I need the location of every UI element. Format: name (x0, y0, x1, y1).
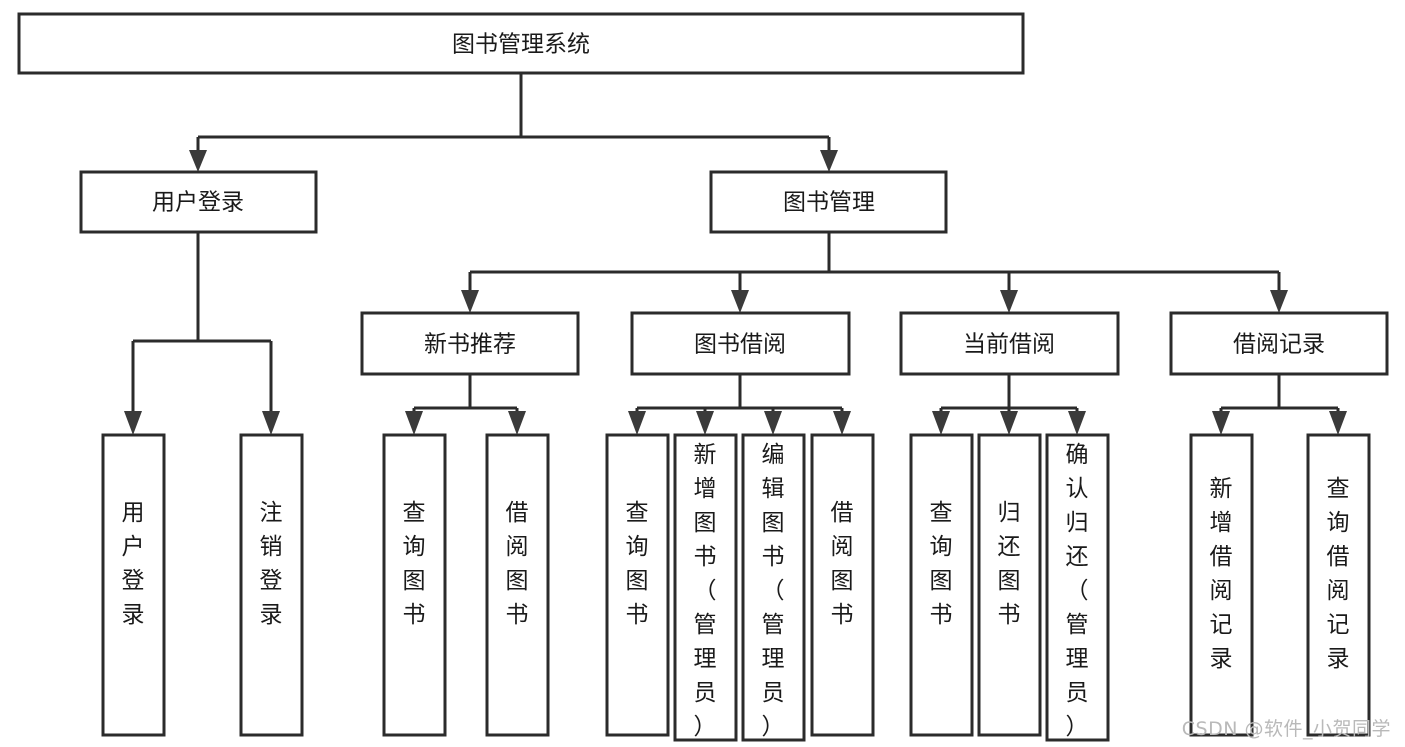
leaf-query-record-label: 查询借阅记录 (1327, 476, 1350, 672)
leaf-add-record-label: 新增借阅记录 (1210, 476, 1233, 672)
leaf-user-login-box[interactable] (101, 433, 166, 737)
leaf-node-query-record[interactable]: 查询借阅记录 (1306, 433, 1371, 737)
arrow-head-leaf-return-book (1000, 411, 1018, 435)
arrow-head-user-login (189, 150, 207, 172)
node-user-login[interactable]: 用户登录 (79, 170, 318, 234)
node-root[interactable]: 图书管理系统 (17, 12, 1025, 75)
arrow-head-leaf-borrow-book-2 (833, 411, 851, 435)
leaf-user-login-label: 用户登录 (122, 500, 145, 628)
arrow-head-leaf-add-book (696, 411, 714, 435)
leaf-node-user-login[interactable]: 用户登录 (101, 433, 166, 737)
leaf-node-borrow-book-2[interactable]: 借阅图书 (810, 433, 875, 737)
leaf-borrow-book-2-box[interactable] (810, 433, 875, 737)
arrow-head-book-management (820, 150, 838, 172)
node-book-borrow-box[interactable] (630, 311, 851, 376)
arrow-head-leaf-user-logout (262, 411, 280, 435)
leaf-query-book-2-label: 查询图书 (626, 500, 649, 628)
node-book-management-label: 图书管理 (783, 190, 875, 216)
arrow-head-borrow-record (1270, 290, 1288, 313)
connector-layer (124, 73, 1347, 435)
node-book-management[interactable]: 图书管理 (709, 170, 948, 234)
node-book-borrow[interactable]: 图书借阅 (630, 311, 851, 376)
arrow-head-leaf-borrow-book-1 (508, 411, 526, 435)
leaf-confirm-return-label: 确认归还（管理员） (1066, 442, 1089, 740)
leaf-return-book-box[interactable] (977, 433, 1042, 737)
arrow-head-current-borrow (1000, 290, 1018, 313)
node-current-borrow[interactable]: 当前借阅 (899, 311, 1120, 376)
leaf-node-user-logout[interactable]: 注销登录 (239, 433, 304, 737)
leaf-confirm-return-box[interactable] (1045, 433, 1110, 742)
node-book-management-box[interactable] (709, 170, 948, 234)
leaf-query-book-3-label: 查询图书 (930, 500, 953, 628)
leaf-node-edit-book[interactable]: 编辑图书（管理员） (741, 433, 806, 742)
node-borrow-record[interactable]: 借阅记录 (1169, 311, 1389, 376)
arrow-head-leaf-edit-book (764, 411, 782, 435)
arrow-head-leaf-confirm-return (1068, 411, 1086, 435)
leaf-node-query-book-3[interactable]: 查询图书 (909, 433, 974, 737)
arrow-head-leaf-query-book-3 (932, 411, 950, 435)
leaf-query-book-3-box[interactable] (909, 433, 974, 737)
arrow-head-leaf-query-book-2 (628, 411, 646, 435)
node-current-borrow-label: 当前借阅 (963, 332, 1055, 358)
node-borrow-record-label: 借阅记录 (1233, 332, 1325, 358)
leaf-query-book-1-box[interactable] (382, 433, 447, 737)
leaf-add-book-label: 新增图书（管理员） (694, 442, 717, 740)
arrow-head-book-borrow (731, 290, 749, 313)
node-book-borrow-label: 图书借阅 (694, 332, 786, 358)
leaf-query-record-box[interactable] (1306, 433, 1371, 737)
leaf-return-book-label: 归还图书 (998, 500, 1021, 628)
leaf-edit-book-box[interactable] (741, 433, 806, 742)
arrow-head-leaf-query-book-1 (405, 411, 423, 435)
leaf-query-book-1-label: 查询图书 (403, 500, 426, 628)
leaf-edit-book-label: 编辑图书（管理员） (762, 442, 785, 740)
leaf-borrow-book-2-label: 借阅图书 (831, 500, 854, 628)
arrow-head-leaf-query-record (1329, 411, 1347, 435)
leaf-node-return-book[interactable]: 归还图书 (977, 433, 1042, 737)
leaf-add-book-box[interactable] (673, 433, 738, 742)
leaf-user-logout-box[interactable] (239, 433, 304, 737)
leaf-node-confirm-return[interactable]: 确认归还（管理员） (1045, 433, 1110, 742)
arrow-head-leaf-user-login (124, 411, 142, 435)
leaf-query-book-2-box[interactable] (605, 433, 670, 737)
node-current-borrow-box[interactable] (899, 311, 1120, 376)
node-borrow-record-box[interactable] (1169, 311, 1389, 376)
node-new-book-recommend[interactable]: 新书推荐 (360, 311, 580, 376)
leaf-node-add-record[interactable]: 新增借阅记录 (1189, 433, 1254, 737)
csdn-watermark: CSDN @软件_小贺同学 (1181, 718, 1391, 740)
leaf-node-add-book[interactable]: 新增图书（管理员） (673, 433, 738, 742)
node-user-login-box[interactable] (79, 170, 318, 234)
leaf-node-query-book-1[interactable]: 查询图书 (382, 433, 447, 737)
leaf-add-record-box[interactable] (1189, 433, 1254, 737)
node-root-label: 图书管理系统 (452, 32, 590, 58)
node-user-login-label: 用户登录 (152, 190, 244, 216)
arrow-head-leaf-add-record (1212, 411, 1230, 435)
node-new-book-recommend-box[interactable] (360, 311, 580, 376)
leaf-borrow-book-1-box[interactable] (485, 433, 550, 737)
node-new-book-recommend-label: 新书推荐 (424, 332, 516, 358)
leaf-borrow-book-1-label: 借阅图书 (506, 500, 529, 628)
arrow-head-new-book-recommend (461, 290, 479, 313)
node-root-box[interactable] (17, 12, 1025, 75)
leaf-node-query-book-2[interactable]: 查询图书 (605, 433, 670, 737)
leaf-node-borrow-book-1[interactable]: 借阅图书 (485, 433, 550, 737)
leaf-user-logout-label: 注销登录 (260, 500, 283, 628)
